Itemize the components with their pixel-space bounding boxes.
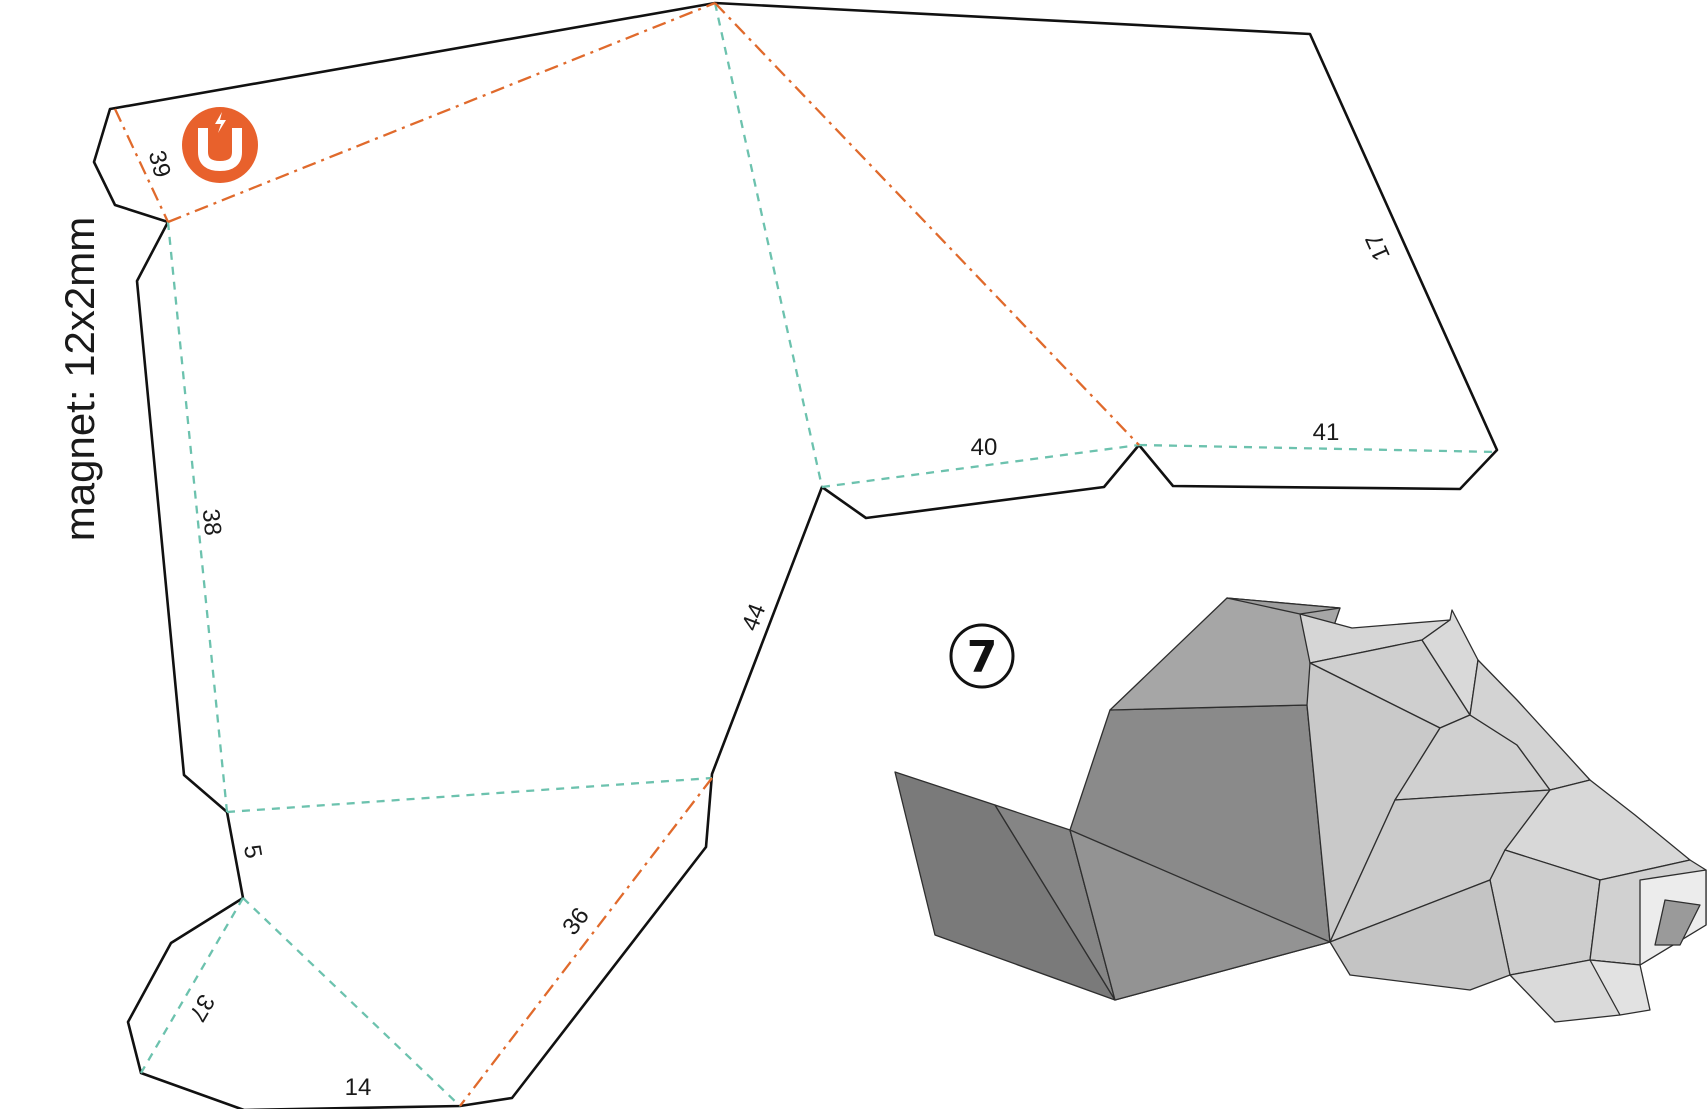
step-number: 7 (967, 632, 998, 683)
assembled-model-preview (894, 597, 1707, 1023)
edge-label-41: 41 (1313, 419, 1340, 446)
magnet-icon (182, 107, 258, 183)
cut-outline (92, 1, 1499, 1109)
step-badge: 7 (949, 623, 1015, 689)
edge-label-17: 17 (1360, 229, 1396, 264)
edge-label-39: 39 (143, 148, 176, 181)
edge-label-5: 5 (238, 843, 267, 861)
edge-label-38: 38 (197, 508, 227, 537)
edge-label-40: 40 (971, 434, 998, 461)
magnet-size-note: magnet: 12x2mm (56, 217, 103, 541)
edge-label-14: 14 (345, 1074, 372, 1101)
valley-folds (140, 2, 1498, 1107)
edge-label-36: 36 (557, 903, 595, 941)
mountain-folds (113, 1, 1140, 1107)
edge-label-37: 37 (183, 989, 220, 1026)
